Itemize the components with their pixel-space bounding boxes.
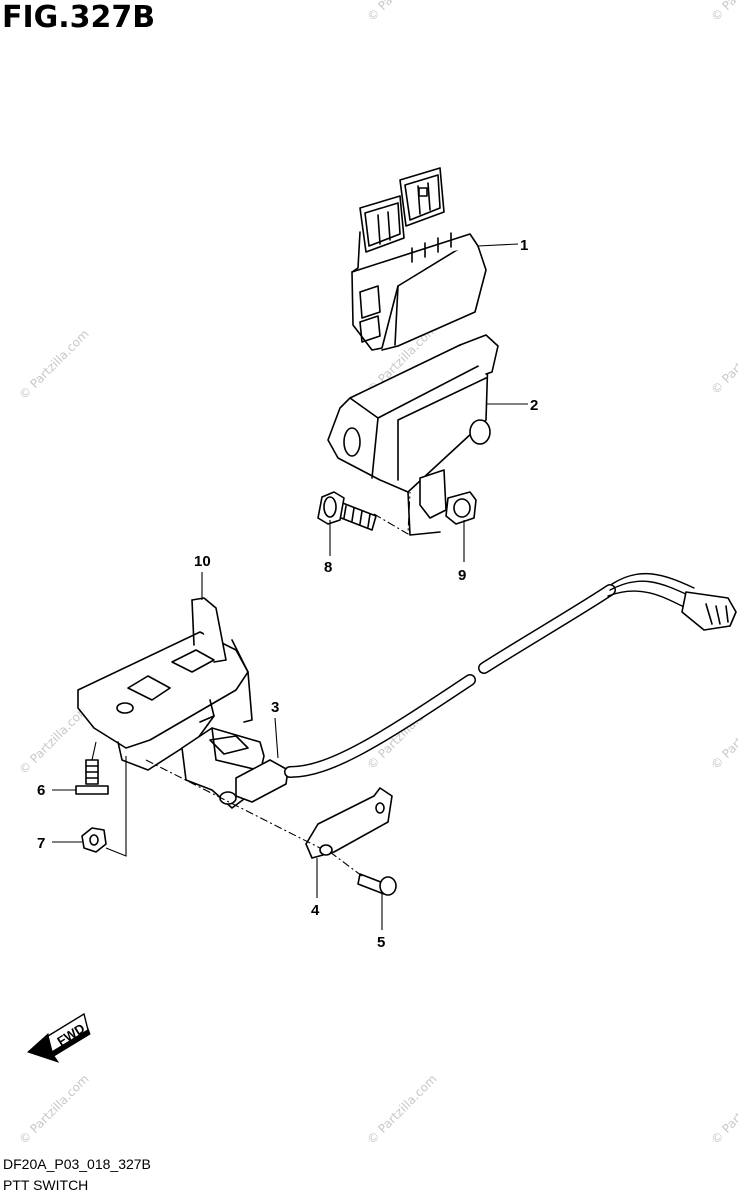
- figure-code: DF20A_P03_018_327B: [3, 1156, 151, 1172]
- callout-3: 3: [271, 699, 279, 716]
- watermark: © Partzilla.com: [16, 327, 91, 402]
- collar-part-9: [445, 491, 477, 525]
- callout-1: 1: [520, 237, 528, 254]
- watermark: © Partzilla.com: [16, 1072, 91, 1147]
- nut-part-7: [81, 827, 107, 853]
- case-part-2: [327, 334, 499, 536]
- watermark: © Partzilla.com: [708, 1072, 738, 1147]
- wire-harness: [284, 572, 737, 778]
- screw-part-5: [357, 873, 397, 896]
- figure-title: FIG.327B: [2, 0, 156, 35]
- fwd-direction-arrow: FWD: [27, 1012, 91, 1063]
- callout-4: 4: [311, 902, 320, 919]
- watermark: © Partzilla.com: [708, 0, 738, 24]
- watermark: © Partzilla.com: [364, 0, 439, 24]
- watermark: © Partzilla.com: [708, 322, 738, 397]
- watermark: © Partzilla.com: [16, 702, 91, 777]
- watermark: © Partzilla.com: [364, 1072, 439, 1147]
- callout-2: 2: [530, 397, 538, 414]
- callout-6: 6: [37, 782, 45, 799]
- callout-10: 10: [194, 553, 211, 570]
- bracket-part-10: [77, 597, 253, 771]
- figure-name: PTT SWITCH: [3, 1177, 89, 1193]
- bolt-part-8: [317, 491, 377, 531]
- watermark-layer: © Partzilla.com © Partzilla.com © Partzi…: [16, 0, 738, 1147]
- controller-part-1: [351, 167, 487, 351]
- callout-labels: 1 2 3 4 5 6 7 8 9 10: [37, 237, 538, 951]
- bolt-part-6: [75, 759, 109, 795]
- ptt-switch-part-3: [181, 727, 289, 809]
- callout-8: 8: [324, 559, 332, 576]
- watermark: © Partzilla.com: [708, 697, 738, 772]
- plate-part-4: [305, 787, 393, 859]
- callout-5: 5: [377, 934, 385, 951]
- callout-7: 7: [37, 835, 45, 852]
- callout-9: 9: [458, 567, 466, 584]
